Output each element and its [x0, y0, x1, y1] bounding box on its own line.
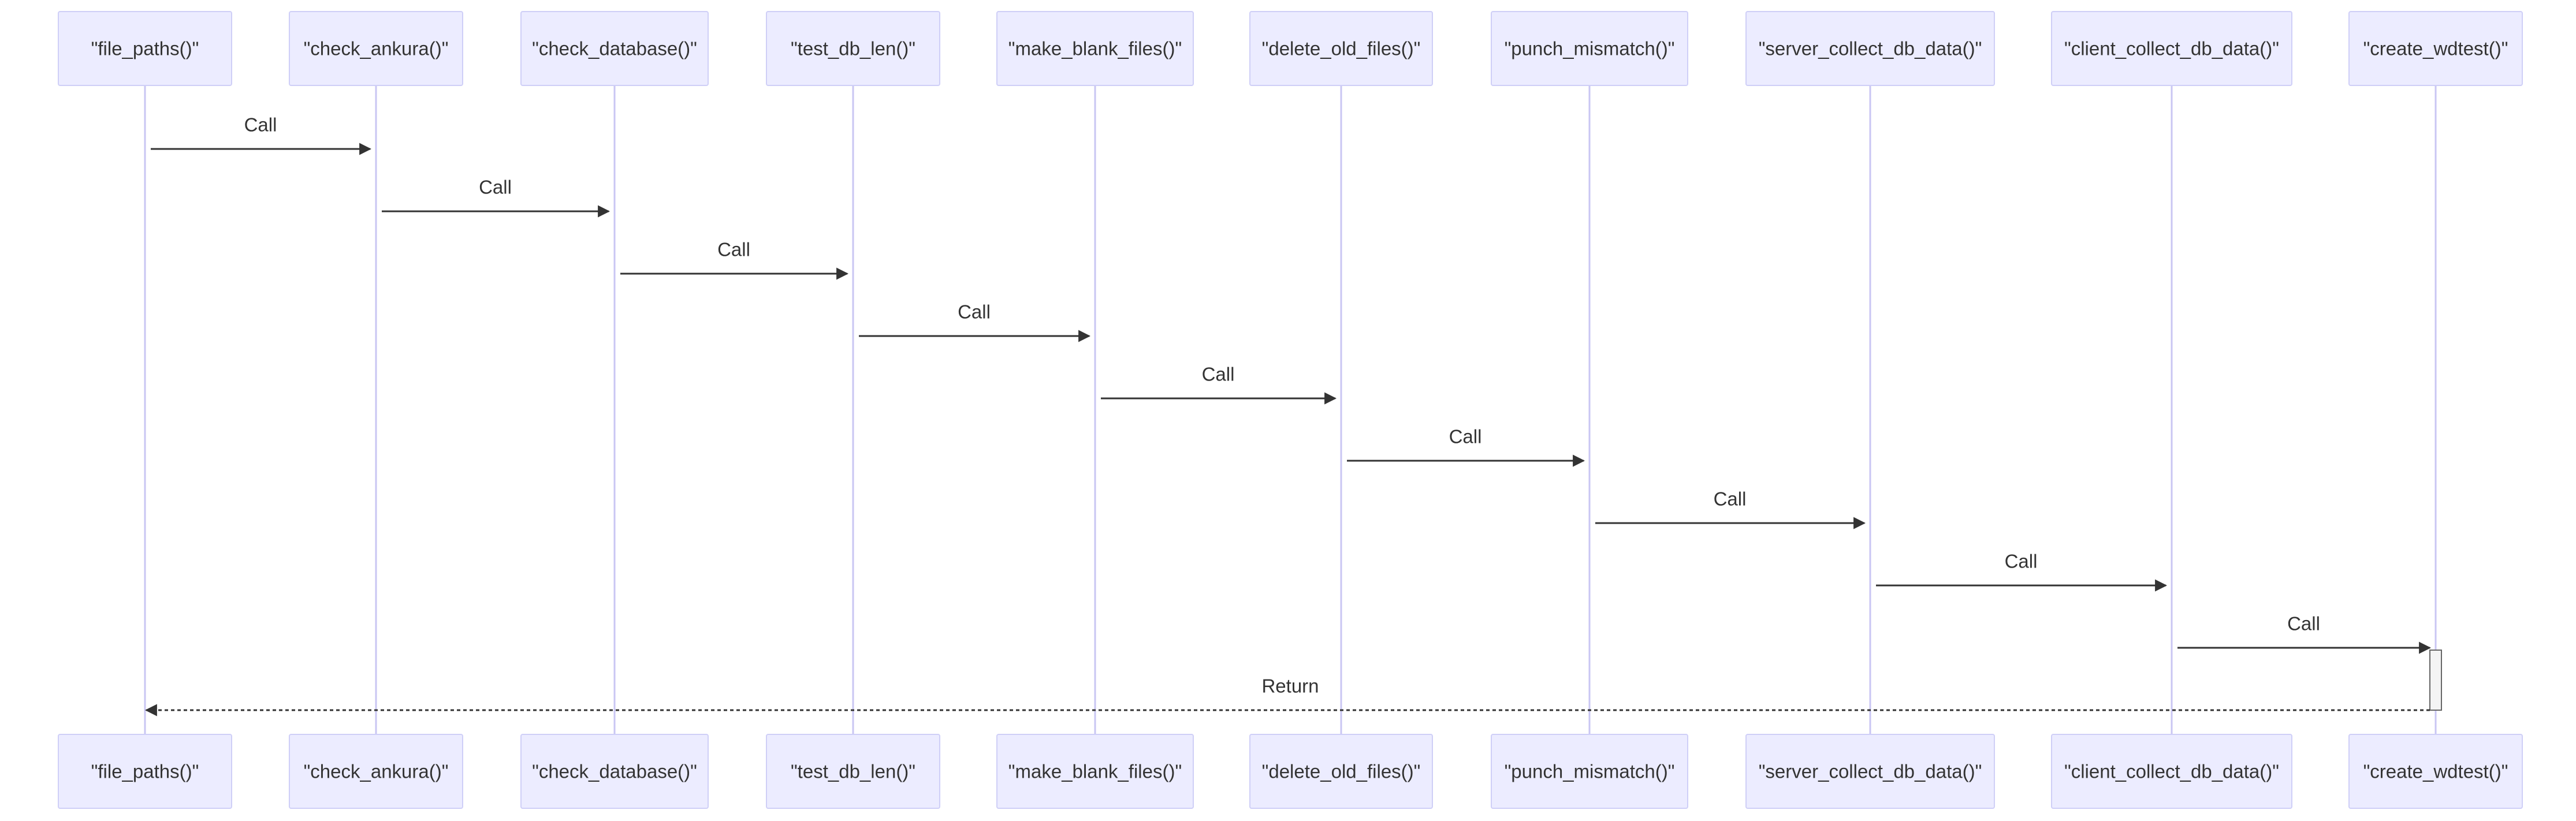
activations — [2429, 650, 2442, 711]
actor-label: "make_blank_files()" — [1008, 38, 1182, 59]
actor-label: "client_collect_db_data()" — [2064, 761, 2279, 782]
message-8: Call — [1876, 551, 2168, 592]
message-label: Call — [2287, 613, 2320, 635]
actor-box — [289, 734, 463, 809]
actor-top-p7: "punch_mismatch()" — [1491, 11, 1688, 86]
message-label: Call — [1714, 488, 1747, 510]
actors-bottom: "file_paths()" "check_ankura()" "check_dat… — [58, 734, 2523, 809]
actor-box — [520, 11, 709, 86]
actor-label: "test_db_len()" — [791, 761, 915, 782]
actor-box — [1249, 11, 1433, 86]
actors-top: "file_paths()" "check_ankura()" "check_dat… — [58, 11, 2523, 86]
actor-bottom-p1: "file_paths()" — [58, 734, 232, 809]
actor-box — [1249, 734, 1433, 809]
actor-top-p8: "server_collect_db_data()" — [1745, 11, 1995, 86]
actor-bottom-p2: "check_ankura()" — [289, 734, 463, 809]
actor-box — [1745, 734, 1995, 809]
actor-label: "punch_mismatch()" — [1505, 761, 1675, 782]
actor-top-p5: "make_blank_files()" — [996, 11, 1194, 86]
actor-box — [766, 11, 940, 86]
actor-box — [1745, 11, 1995, 86]
actor-label: "server_collect_db_data()" — [1759, 38, 1982, 59]
actor-box — [2348, 734, 2523, 809]
actor-label: "make_blank_files()" — [1008, 761, 1182, 782]
actor-bottom-p8: "server_collect_db_data()" — [1745, 734, 1995, 809]
actor-box — [2051, 11, 2292, 86]
actor-label: "punch_mismatch()" — [1505, 38, 1675, 59]
message-3: Call — [620, 239, 849, 280]
message-5: Call — [1101, 364, 1337, 405]
message-1: Call — [151, 114, 372, 155]
actor-label: "check_database()" — [532, 761, 697, 782]
message-label: Call — [717, 239, 750, 260]
actor-box — [58, 734, 232, 809]
actor-label: "server_collect_db_data()" — [1759, 761, 1982, 782]
actor-bottom-p5: "make_blank_files()" — [996, 734, 1194, 809]
actor-label: "check_ankura()" — [304, 761, 449, 782]
actor-box — [58, 11, 232, 86]
actor-top-p6: "delete_old_files()" — [1249, 11, 1433, 86]
actor-top-p1: "file_paths()" — [58, 11, 232, 86]
actor-label: "check_ankura()" — [304, 38, 449, 59]
actor-bottom-p7: "punch_mismatch()" — [1491, 734, 1688, 809]
actor-top-p4: "test_db_len()" — [766, 11, 940, 86]
message-4: Call — [859, 301, 1091, 342]
actor-label: "create_wdtest()" — [2363, 38, 2508, 59]
actor-box — [996, 11, 1194, 86]
message-label: Call — [958, 301, 991, 323]
actor-top-p3: "check_database()" — [520, 11, 709, 86]
actor-label: "delete_old_files()" — [1262, 38, 1421, 59]
lifelines — [144, 85, 2437, 734]
actor-box — [520, 734, 709, 809]
actor-box — [766, 734, 940, 809]
actor-box — [2051, 734, 2292, 809]
actor-bottom-p6: "delete_old_files()" — [1249, 734, 1433, 809]
activation-bar — [2429, 650, 2442, 711]
message-6: Call — [1347, 426, 1585, 467]
actor-box — [289, 11, 463, 86]
actor-box — [1491, 734, 1688, 809]
messages: CallCallCallCallCallCallCallCallCallRetu… — [144, 114, 2432, 716]
actor-label: "file_paths()" — [91, 761, 199, 782]
message-label: Call — [244, 114, 277, 136]
message-9: Call — [2177, 613, 2432, 654]
actor-label: "check_database()" — [532, 38, 697, 59]
actor-label: "test_db_len()" — [791, 38, 915, 59]
message-label: Call — [2005, 551, 2038, 572]
message-label: Call — [1202, 364, 1235, 385]
actor-bottom-p4: "test_db_len()" — [766, 734, 940, 809]
message-label: Call — [479, 177, 512, 198]
actor-bottom-p9: "client_collect_db_data()" — [2051, 734, 2292, 809]
actor-label: "file_paths()" — [91, 38, 199, 59]
message-10: Return — [144, 676, 2430, 716]
message-7: Call — [1595, 488, 1866, 529]
actor-bottom-p10: "create_wdtest()" — [2348, 734, 2523, 809]
actor-box — [996, 734, 1194, 809]
actor-top-p2: "check_ankura()" — [289, 11, 463, 86]
actor-label: "create_wdtest()" — [2363, 761, 2508, 782]
actor-top-p10: "create_wdtest()" — [2348, 11, 2523, 86]
message-label: Call — [1449, 426, 1482, 447]
actor-box — [1491, 11, 1688, 86]
actor-label: "client_collect_db_data()" — [2064, 38, 2279, 59]
actor-box — [2348, 11, 2523, 86]
actor-bottom-p3: "check_database()" — [520, 734, 709, 809]
message-2: Call — [382, 177, 611, 218]
actor-top-p9: "client_collect_db_data()" — [2051, 11, 2292, 86]
message-label: Return — [1261, 676, 1319, 697]
actor-label: "delete_old_files()" — [1262, 761, 1421, 782]
